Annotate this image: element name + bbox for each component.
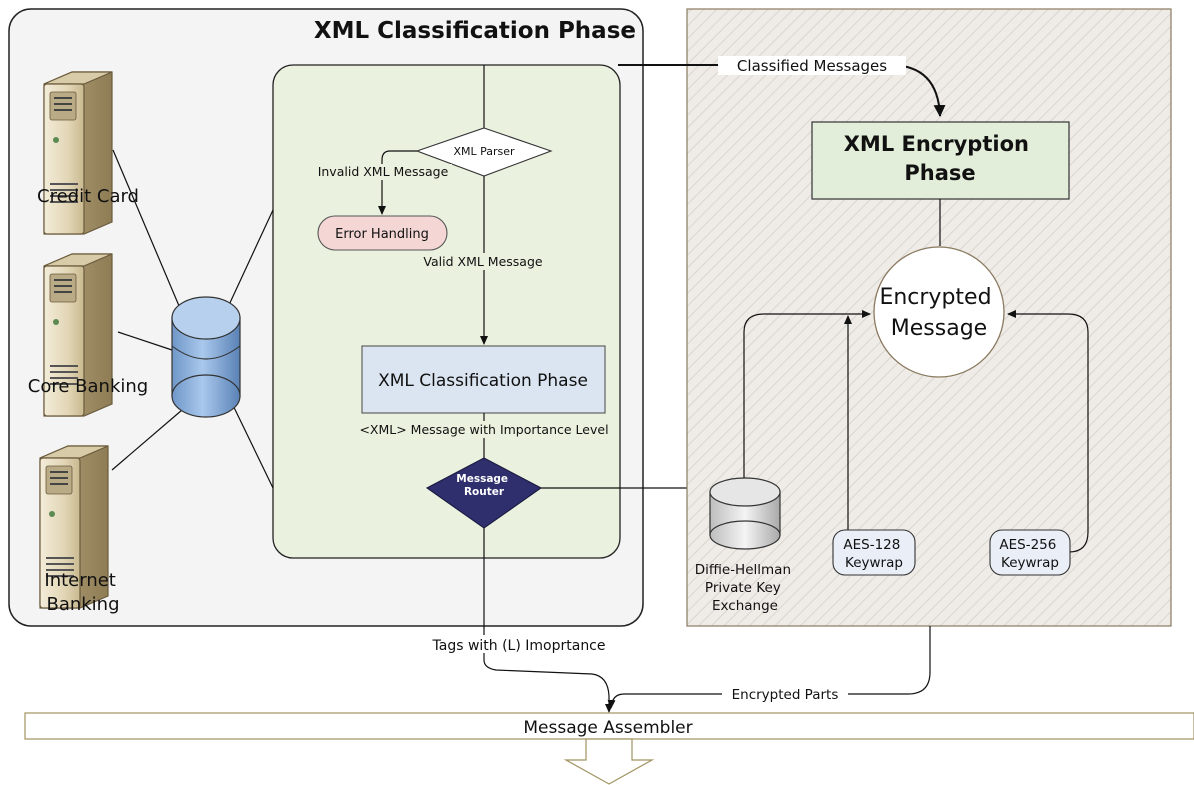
importance-label: <XML> Message with Importance Level [359, 422, 608, 437]
valid-message-label: Valid XML Message [423, 254, 542, 269]
aes256-keywrap-node: AES-256 Keywrap [989, 529, 1071, 576]
encrypted-message-node: Encrypted Message [873, 246, 1005, 378]
svg-text:Error Handling: Error Handling [335, 227, 429, 242]
central-database-icon [171, 296, 241, 418]
classification-phase-title: XML Classification Phase [314, 18, 636, 44]
key-exchange-label: Diffie-Hellman Private Key Exchange [695, 562, 796, 614]
svg-text:XML Classification Phase: XML Classification Phase [378, 371, 588, 391]
key-exchange-store-icon [709, 477, 781, 550]
invalid-message-label: Invalid XML Message [318, 164, 449, 179]
svg-text:Message Assembler: Message Assembler [523, 718, 692, 738]
source-connectors [111, 149, 274, 489]
credit-card-server-icon [43, 71, 113, 235]
core-banking-label: Core Banking [28, 376, 148, 397]
key-exchange-arrow [743, 310, 871, 478]
low-importance-label: Tags with (L) Imoprtance [432, 638, 606, 654]
svg-text:AES-256 Keywrap: AES-256 Keywrap [999, 537, 1060, 571]
svg-text:AES-128 Keywrap: AES-128 Keywrap [843, 537, 904, 571]
svg-text:Message Router: Message Router [456, 473, 511, 498]
svg-text:XML Encryption Phase: XML Encryption Phase [844, 132, 1037, 185]
output-arrow-icon [563, 738, 655, 785]
credit-card-label: Credit Card [37, 186, 139, 207]
message-assembler-bar: Message Assembler [24, 712, 1194, 740]
invalid-flow-arrow [378, 150, 417, 215]
classified-messages-label: Classified Messages [737, 57, 887, 75]
low-importance-flow-arrow [483, 528, 613, 713]
encrypted-parts-arrow [607, 626, 931, 709]
aes256-arrow [1007, 310, 1089, 553]
encrypted-parts-label: Encrypted Parts [732, 687, 839, 703]
internet-banking-label: Internet Banking [44, 570, 121, 615]
xml-encryption-node: XML Encryption Phase [811, 121, 1070, 200]
svg-text:XML Parser: XML Parser [453, 145, 515, 158]
svg-text:Encrypted Message: Encrypted Message [879, 285, 998, 341]
xml-classification-node: XML Classification Phase [361, 345, 606, 414]
error-handling-node: Error Handling [317, 215, 448, 251]
aes128-keywrap-node: AES-128 Keywrap [832, 529, 916, 576]
